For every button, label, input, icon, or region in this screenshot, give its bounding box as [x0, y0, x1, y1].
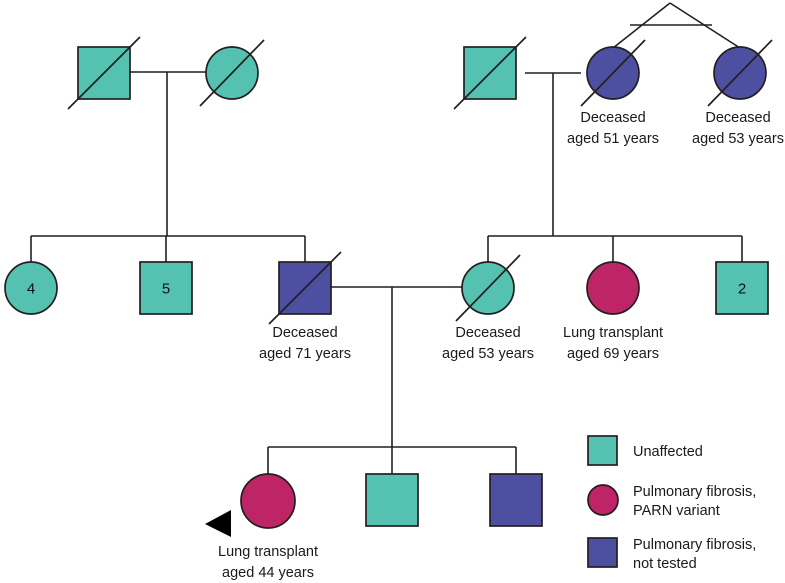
individual-caption-line1: Deceased: [455, 325, 520, 341]
legend-label-line1: Unaffected: [633, 444, 703, 460]
individual-g1-female-2[interactable]: Deceased aged 51 years: [567, 39, 659, 147]
individual-g1-male-1[interactable]: [67, 36, 141, 110]
legend-swatch-square-unaffected: [587, 435, 618, 466]
individual-caption-line2: aged 53 years: [692, 131, 784, 147]
individual-g2-male-3[interactable]: 2: [715, 261, 769, 315]
legend-item-unaffected[interactable]: Unaffected: [587, 435, 703, 466]
legend: Unaffected Pulmonary fibrosis, PARN vari…: [587, 435, 756, 572]
individual-g3-male-1[interactable]: [365, 473, 419, 527]
sibling-count: 2: [738, 281, 746, 298]
symbol-square-unaffected[interactable]: [139, 261, 193, 315]
individual-g2-female-1[interactable]: 4: [4, 261, 58, 315]
deceased-slash: [453, 36, 527, 110]
deceased-slash: [707, 39, 773, 107]
proband-arrow-icon: [205, 510, 231, 537]
individual-g1-female-3[interactable]: Deceased aged 53 years: [692, 39, 784, 147]
legend-swatch-square-pf-not-tested: [587, 537, 618, 568]
individual-caption-line1: Lung transplant: [563, 325, 663, 341]
individual-g1-male-2[interactable]: [453, 36, 527, 110]
legend-swatch-circle-pf-parn: [587, 484, 619, 516]
generation-3: Lung transplant aged 44 years: [205, 473, 543, 581]
legend-label-line2: not tested: [633, 556, 697, 572]
deceased-slash: [67, 36, 141, 110]
generation-2: 4 5 Deceased aged 71 years Deceased aged…: [4, 251, 769, 362]
sibling-count: 4: [27, 281, 35, 298]
individual-caption-line2: aged 44 years: [222, 565, 314, 581]
individual-caption-line1: Deceased: [705, 110, 770, 126]
individual-caption-line2: aged 71 years: [259, 346, 351, 362]
symbol-circle-unaffected[interactable]: [4, 261, 58, 315]
symbol-circle-pf-parn[interactable]: [240, 473, 296, 529]
legend-label-line1: Pulmonary fibrosis,: [633, 484, 756, 500]
symbol-square-unaffected[interactable]: [365, 473, 419, 527]
individual-g3-male-2[interactable]: [489, 473, 543, 527]
individual-g1-female-1[interactable]: [199, 39, 265, 107]
legend-item-pf-not-tested[interactable]: Pulmonary fibrosis, not tested: [587, 537, 756, 572]
deceased-slash: [199, 39, 265, 107]
legend-item-pf-parn[interactable]: Pulmonary fibrosis, PARN variant: [587, 484, 756, 519]
symbol-square-pf-not-tested[interactable]: [489, 473, 543, 527]
symbol-square-unaffected[interactable]: [715, 261, 769, 315]
individual-g2-female-2[interactable]: Deceased aged 53 years: [442, 254, 534, 362]
individual-g2-male-1[interactable]: 5: [139, 261, 193, 315]
individual-g3-female-1[interactable]: Lung transplant aged 44 years: [205, 473, 318, 581]
connector-lines: [30, 2, 743, 475]
individual-caption-line2: aged 51 years: [567, 131, 659, 147]
generation-1: Deceased aged 51 years Deceased aged 53 …: [67, 36, 784, 147]
individual-g2-female-3[interactable]: Lung transplant aged 69 years: [563, 261, 663, 362]
individual-caption-line2: aged 69 years: [567, 346, 659, 362]
legend-label-line2: PARN variant: [633, 503, 720, 519]
deceased-slash: [455, 254, 521, 322]
individual-caption-line2: aged 53 years: [442, 346, 534, 362]
deceased-slash: [580, 39, 646, 107]
sibling-count: 5: [162, 281, 170, 298]
individual-g2-male-2[interactable]: Deceased aged 71 years: [259, 251, 351, 362]
deceased-slash: [268, 251, 342, 325]
symbol-circle-pf-parn[interactable]: [586, 261, 640, 315]
individual-caption-line1: Lung transplant: [218, 544, 318, 560]
individual-caption-line1: Deceased: [580, 110, 645, 126]
legend-label-line1: Pulmonary fibrosis,: [633, 537, 756, 553]
individual-caption-line1: Deceased: [272, 325, 337, 341]
